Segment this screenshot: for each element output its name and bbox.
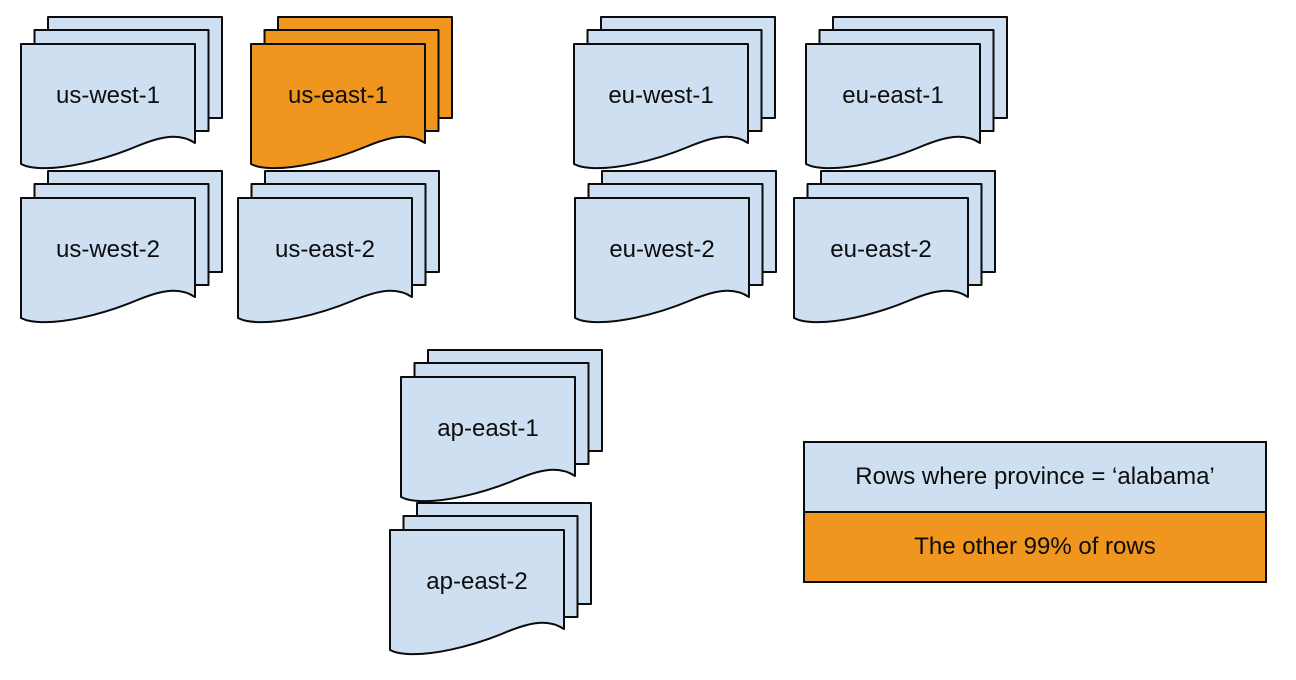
document-stack-icon — [20, 170, 223, 324]
document-stack-icon — [805, 16, 1008, 170]
region-stack-eu-west-1: eu-west-1 — [573, 16, 776, 172]
region-stack-us-east-2: us-east-2 — [237, 170, 440, 326]
region-stack-us-west-2: us-west-2 — [20, 170, 223, 326]
region-stack-eu-east-2: eu-east-2 — [793, 170, 996, 326]
document-stack-icon — [237, 170, 440, 324]
legend-label: Rows where province = ‘alabama’ — [855, 463, 1215, 490]
legend-item-other-rows: The other 99% of rows — [805, 513, 1265, 581]
document-stack-icon — [574, 170, 777, 324]
region-stack-us-west-1: us-west-1 — [20, 16, 223, 172]
document-stack-icon — [389, 502, 592, 656]
region-stack-us-east-1: us-east-1 — [250, 16, 453, 172]
region-stack-eu-east-1: eu-east-1 — [805, 16, 1008, 172]
region-stack-eu-west-2: eu-west-2 — [574, 170, 777, 326]
document-stack-icon — [400, 349, 603, 503]
region-stack-ap-east-1: ap-east-1 — [400, 349, 603, 505]
legend: Rows where province = ‘alabama’ The othe… — [803, 441, 1267, 583]
document-stack-icon — [573, 16, 776, 170]
document-stack-icon — [793, 170, 996, 324]
legend-item-alabama-rows: Rows where province = ‘alabama’ — [805, 443, 1265, 513]
legend-label: The other 99% of rows — [914, 533, 1156, 560]
region-stack-ap-east-2: ap-east-2 — [389, 502, 592, 658]
document-stack-icon — [250, 16, 453, 170]
document-stack-icon — [20, 16, 223, 170]
